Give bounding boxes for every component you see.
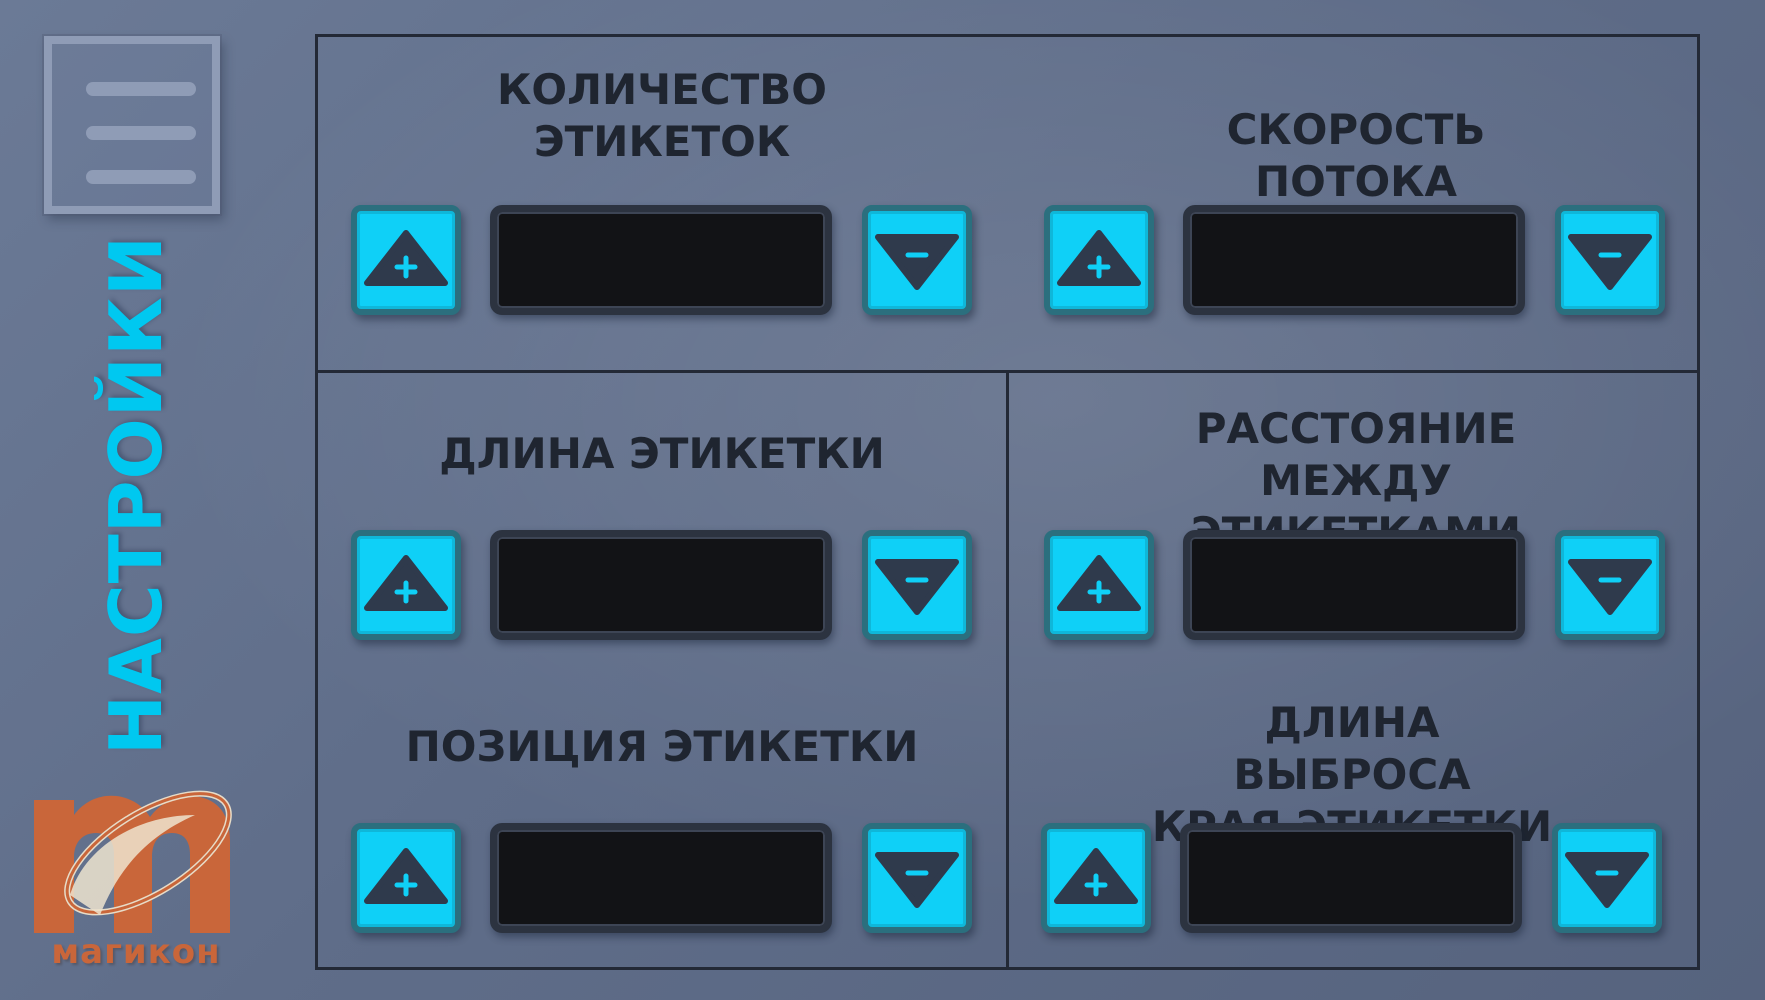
triangle-up-plus-icon (364, 230, 448, 286)
triangle-up-plus-icon (1054, 848, 1138, 904)
label-position-decrease-button[interactable] (862, 823, 972, 933)
edge-overhang-decrease-button[interactable] (1552, 823, 1662, 933)
triangle-down-minus-icon (875, 559, 959, 615)
flow-speed-title: СКОРОСТЬ ПОТОКА (1226, 105, 1486, 206)
edge-overhang-value (1180, 823, 1522, 933)
edge-overhang-increase-button[interactable] (1041, 823, 1151, 933)
magikon-logo (34, 790, 232, 933)
triangle-down-minus-icon (1565, 852, 1649, 908)
menu-button[interactable] (44, 36, 220, 214)
label-length-title: ДЛИНА ЭТИКЕТКИ (439, 429, 885, 478)
triangle-down-minus-icon (1568, 559, 1652, 615)
label-count-increase-button[interactable] (351, 205, 461, 315)
label-gap-value (1183, 530, 1525, 640)
triangle-down-minus-icon (1568, 234, 1652, 290)
label-gap-increase-button[interactable] (1044, 530, 1154, 640)
label-length-value (490, 530, 832, 640)
flow-speed-increase-button[interactable] (1044, 205, 1154, 315)
label-length-decrease-button[interactable] (862, 530, 972, 640)
triangle-up-plus-icon (1057, 555, 1141, 611)
label-count-decrease-button[interactable] (862, 205, 972, 315)
triangle-up-plus-icon (364, 555, 448, 611)
label-count-title: КОЛИЧЕСТВО ЭТИКЕТОК (497, 65, 827, 166)
triangle-down-minus-icon (875, 234, 959, 290)
label-position-increase-button[interactable] (351, 823, 461, 933)
label-gap-decrease-button[interactable] (1555, 530, 1665, 640)
triangle-up-plus-icon (1057, 230, 1141, 286)
logo-text: магикон (51, 932, 221, 972)
label-position-value (490, 823, 832, 933)
triangle-down-minus-icon (875, 852, 959, 908)
page-title: НАСТРОЙКИ (94, 234, 178, 756)
triangle-up-plus-icon (364, 848, 448, 904)
label-length-increase-button[interactable] (351, 530, 461, 640)
flow-speed-value (1183, 205, 1525, 315)
label-count-value (490, 205, 832, 315)
vertical-divider (1006, 370, 1009, 970)
label-position-title: ПОЗИЦИЯ ЭТИКЕТКИ (405, 722, 919, 771)
flow-speed-decrease-button[interactable] (1555, 205, 1665, 315)
